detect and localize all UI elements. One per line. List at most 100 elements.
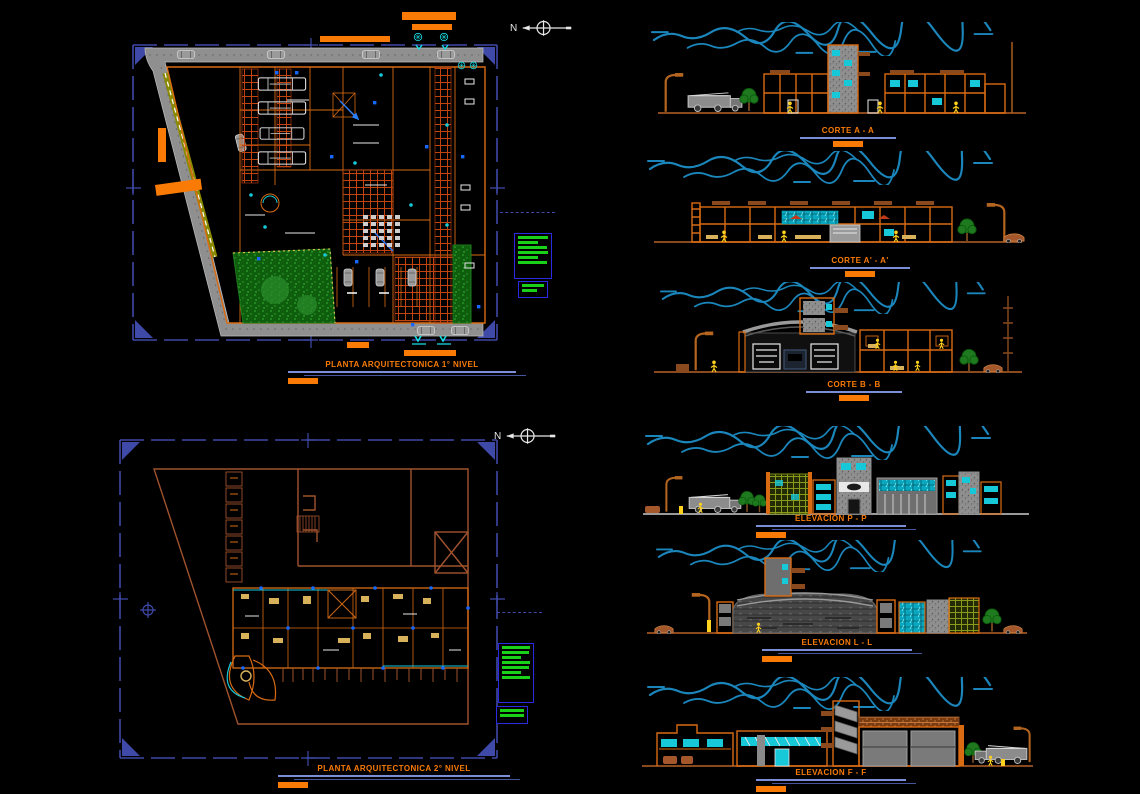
frame-corner-markers [122, 442, 495, 756]
legend-row [502, 651, 530, 654]
legend-row [500, 709, 524, 712]
elevation3-caption: ELEVACION F - F [756, 768, 916, 792]
tree-icon [738, 87, 760, 112]
planter [676, 364, 689, 372]
plan2-caption: PLANTA ARQUITECTONICA 2° NIVEL [278, 764, 520, 788]
tree-icon [956, 217, 978, 242]
caption-underline [288, 371, 516, 373]
street-lamp-icon [694, 330, 715, 372]
person-icon [952, 101, 960, 113]
roof-tower [764, 557, 805, 597]
left-building [656, 724, 734, 766]
person-icon [780, 230, 788, 242]
stone-tower [836, 457, 872, 515]
right-towers [942, 471, 1002, 515]
elevation-f-f [642, 677, 1033, 767]
caption-underline [806, 391, 902, 393]
tile-courtyards [241, 66, 456, 324]
plan2-caption-text: PLANTA ARQUITECTONICA 2° NIVEL [317, 764, 471, 773]
sky-clouds [644, 426, 992, 460]
hose-tower [799, 297, 848, 335]
caption-scalebar [756, 532, 786, 538]
elevation2-caption: ELEVACION L - L [762, 638, 922, 662]
hose-tower [821, 700, 860, 767]
legend-row [502, 676, 530, 679]
legend-row [522, 289, 538, 292]
plan1-stamp-trees [413, 32, 449, 51]
elevation2-caption-text: ELEVACION L - L [801, 638, 873, 647]
legend-row [522, 284, 544, 287]
legend-row [518, 236, 548, 239]
elevation-p-p [643, 426, 1029, 515]
floor-plan-level2 [113, 433, 505, 766]
legend-row [502, 646, 530, 649]
green-curtain-wall [766, 472, 812, 515]
antenna-pole [1003, 296, 1013, 372]
plan1-caption: PLANTA ARQUITECTONICA 1° NIVEL [288, 360, 526, 384]
car-icon [645, 506, 660, 513]
north-arrow-2: N [494, 426, 557, 446]
plan1-stamps [155, 12, 456, 196]
section1-caption-text: CORTE A - A [821, 126, 875, 135]
hydrant-icon [679, 506, 683, 514]
north-arrow-1: N [510, 18, 573, 38]
caption-underline-2 [772, 783, 916, 784]
apparatus-hall [858, 716, 964, 767]
roof-marks [790, 215, 890, 219]
person-icon [710, 360, 718, 372]
end-tower-left [716, 601, 734, 634]
window-block [812, 479, 836, 515]
caption-underline-2 [772, 529, 916, 530]
balcony [226, 655, 277, 701]
floor-plan-level1 [126, 12, 505, 348]
legend-row [502, 666, 530, 669]
elevation1-caption-text: ELEVACION P - P [795, 514, 867, 523]
sky-clouds [650, 22, 994, 56]
legend-table-1 [514, 233, 552, 279]
section-corte-a-a [650, 22, 1026, 114]
compass-icon [505, 426, 557, 446]
legend-row [502, 656, 521, 659]
building-section [691, 201, 953, 243]
stairs [296, 515, 320, 533]
tree-icon [958, 348, 980, 372]
legend-row [500, 714, 524, 717]
right-wing [898, 597, 980, 634]
hydrant-icon [707, 620, 711, 632]
dim-line [497, 612, 542, 613]
hangar [732, 592, 878, 634]
parking-stalls [336, 267, 418, 307]
caption-scalebar [845, 271, 875, 277]
left-room-column [225, 471, 243, 583]
furniture [868, 344, 904, 370]
section2-caption-text: CORTE A' - A' [831, 256, 889, 265]
elevation1-caption: ELEVACION P - P [756, 514, 916, 538]
auditorium-seats [363, 215, 400, 247]
legend-table-2 [498, 643, 534, 703]
legend-row [518, 256, 538, 259]
legend-row [518, 241, 538, 244]
room-band [232, 586, 470, 670]
section1-caption: CORTE A - A [800, 126, 896, 147]
tree-icon [981, 607, 1003, 633]
room-fixtures [245, 61, 481, 327]
garden [232, 244, 472, 324]
caption-underline-2 [778, 653, 922, 654]
sky-clouds [655, 540, 982, 572]
fountain [260, 193, 280, 213]
caption-scalebar [762, 656, 792, 662]
sky-clouds [646, 677, 994, 711]
circulation-arrows [339, 100, 394, 252]
mid-building [736, 730, 828, 767]
glazed-building [876, 477, 938, 515]
legend-table-2b [496, 706, 528, 724]
legend-row [518, 251, 548, 254]
caption-underline [800, 137, 896, 139]
street [144, 47, 484, 337]
legend-row [502, 661, 530, 664]
street-lamp-icon [690, 591, 711, 633]
caption-underline [756, 779, 906, 781]
person-icon [914, 360, 921, 371]
rear-building [859, 329, 953, 373]
building-outline [153, 468, 469, 725]
